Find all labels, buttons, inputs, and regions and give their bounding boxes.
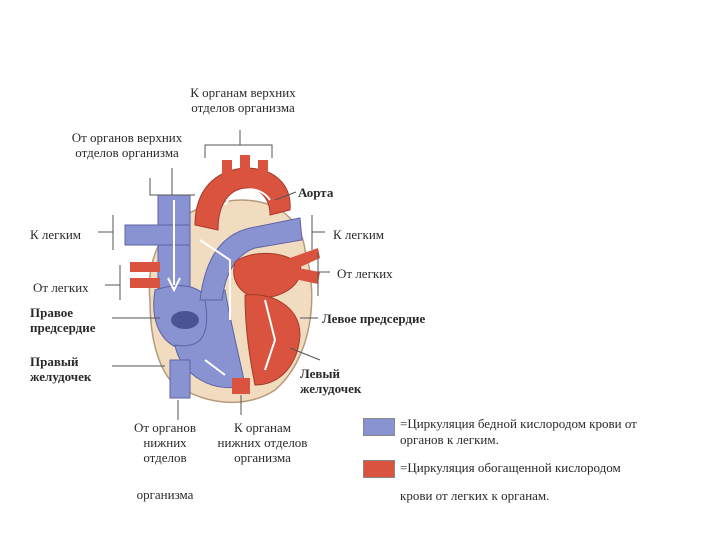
label-upper-to-text: К органам верхних отделов организма	[190, 85, 295, 115]
inferior-vena-cava	[170, 360, 190, 398]
label-upper-from: От органов верхних отделов организма	[52, 130, 202, 160]
label-from-lungs-left: От легких	[33, 280, 89, 295]
label-lower-from-tail: организма	[110, 487, 220, 502]
pulmonary-artery-left	[125, 225, 190, 245]
label-lower-from: От органов нижних отделов	[110, 420, 220, 465]
label-to-lungs-left: К легким	[30, 227, 81, 242]
aorta-branch-2	[240, 155, 250, 177]
label-lower-from-tail-text: организма	[137, 487, 194, 502]
legend-blue-swatch	[363, 418, 395, 436]
label-aorta-text: Аорта	[298, 185, 333, 200]
label-to-lungs-right-text: К легким	[333, 227, 384, 242]
legend-blue-label: =Циркуляция бедной кислородом крови от о…	[400, 416, 637, 447]
legend-red-text: =Циркуляция обогащенной кислородом	[400, 460, 621, 476]
label-right-atrium-text: Правое предсердие	[30, 305, 96, 335]
descending-aorta	[232, 378, 250, 394]
legend-red-label-tail: крови от легких к органам.	[400, 488, 549, 503]
legend-red-text-tail: крови от легких к органам.	[400, 488, 549, 504]
label-right-atrium: Правое предсердие	[30, 305, 96, 335]
label-right-ventricle-text: Правый желудочек	[30, 354, 91, 384]
label-lower-from-text: От органов нижних отделов	[134, 420, 196, 465]
label-left-atrium-text: Левое предсердие	[322, 311, 425, 326]
label-upper-to: К органам верхних отделов организма	[168, 85, 318, 115]
right-atrium-valve	[171, 311, 199, 329]
label-left-atrium: Левое предсердие	[322, 311, 425, 326]
label-upper-from-text: От органов верхних отделов организма	[72, 130, 183, 160]
aorta-branch-3	[258, 160, 268, 182]
label-to-lungs-right: К легким	[333, 227, 384, 242]
label-lower-to-text: К органам нижних отделов организма	[218, 420, 308, 465]
label-lower-to: К органам нижних отделов организма	[205, 420, 320, 465]
label-from-lungs-right: От легких	[337, 266, 393, 281]
label-aorta: Аорта	[298, 185, 333, 200]
label-left-ventricle-text: Левый желудочек	[300, 366, 361, 396]
aorta-branch-1	[222, 160, 232, 182]
legend-red-swatch	[363, 460, 395, 478]
label-from-lungs-left-text: От легких	[33, 280, 89, 295]
legend-blue-text: =Циркуляция бедной кислородом крови от о…	[400, 416, 637, 448]
label-from-lungs-right-text: От легких	[337, 266, 393, 281]
legend-red-label: =Циркуляция обогащенной кислородом	[400, 460, 621, 475]
label-right-ventricle: Правый желудочек	[30, 354, 91, 384]
label-to-lungs-left-text: К легким	[30, 227, 81, 242]
label-left-ventricle: Левый желудочек	[300, 366, 361, 396]
